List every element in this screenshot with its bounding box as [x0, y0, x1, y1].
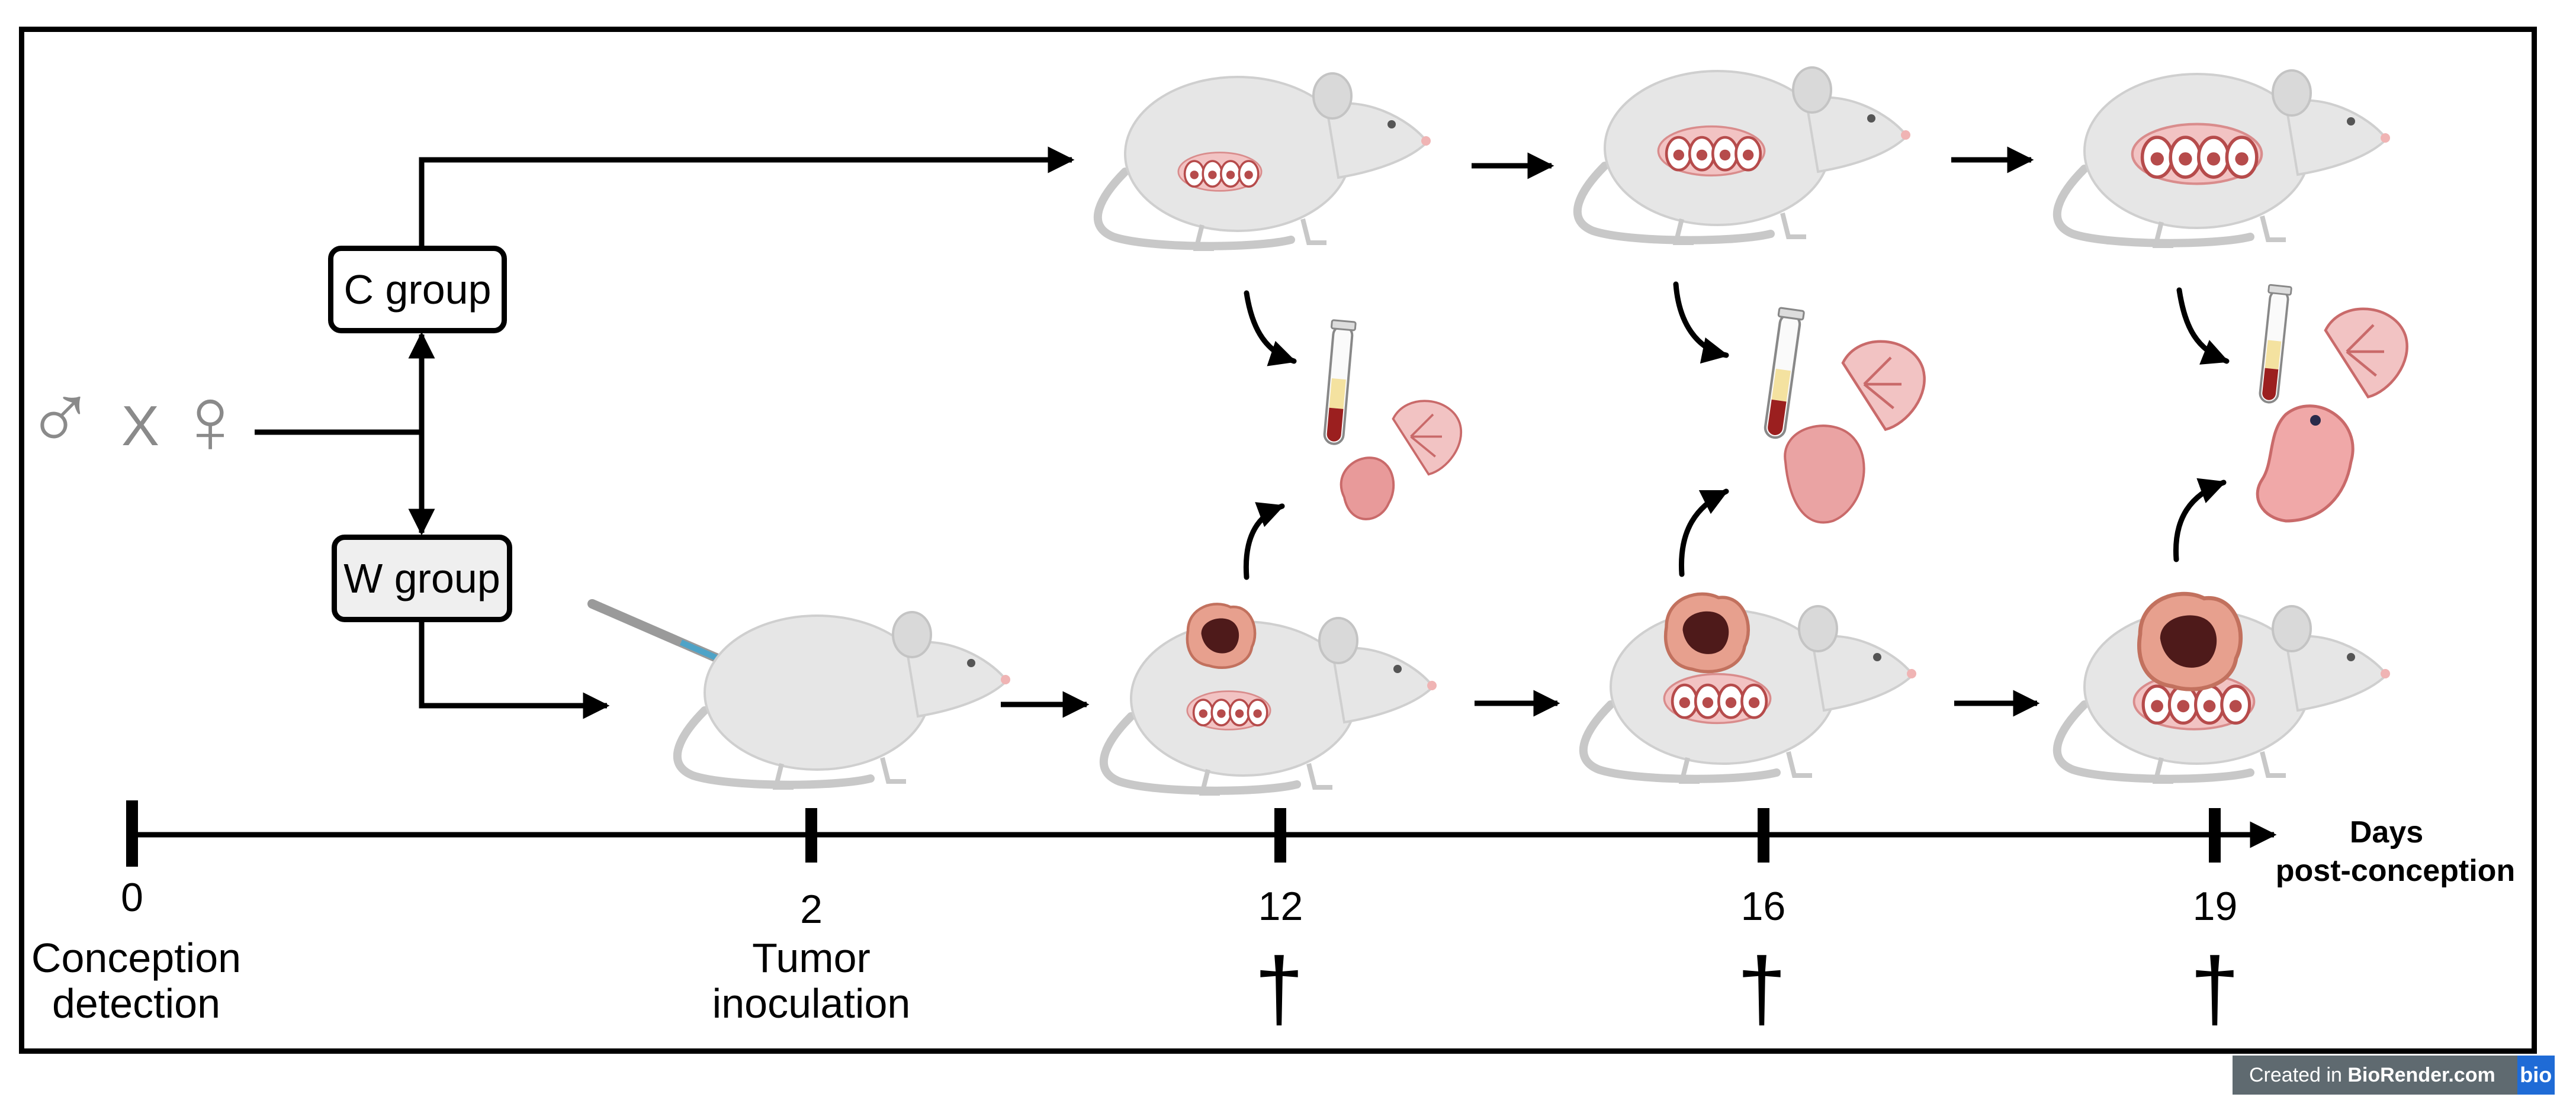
day-label-2: 2: [800, 887, 823, 932]
samples-day19: [2256, 284, 2407, 523]
c-group-mouse-day12: [1098, 73, 1431, 249]
sacrifice-marker-day19: †: [2190, 939, 2240, 1038]
group-assignment-lines: [255, 146, 1075, 719]
progression-arrows: [1001, 146, 2040, 718]
c-group-mouse-day19: [2057, 70, 2390, 246]
embryo-day12: [1340, 456, 1395, 520]
day-label-19: 19: [2192, 884, 2238, 929]
sacrifice-marker-day12: †: [1254, 939, 1304, 1038]
c-group-box: C group: [328, 246, 507, 333]
w-group-mouse-day12: [1104, 604, 1437, 793]
day-label-12: 12: [1258, 884, 1303, 929]
fetus-day19: [2256, 404, 2355, 523]
sampling-arrows: [1243, 281, 2230, 580]
w-group-mouse-day19: [2057, 594, 2390, 781]
badge-brand: BioRender.com: [2347, 1063, 2495, 1086]
axis-title-line2: post-conception: [2275, 854, 2516, 888]
samples-day12: [1320, 318, 1463, 520]
female-symbol-icon: ♀: [175, 367, 246, 473]
sacrifice-marker-day16: †: [1737, 939, 1787, 1038]
badge-text: Created in BioRender.com: [2233, 1064, 2517, 1087]
day-label-16: 16: [1740, 884, 1786, 929]
diagram-frame: [19, 27, 2537, 1054]
c-group-mouse-day16: [1578, 67, 1910, 243]
w-group-mouse-inoculated: [677, 612, 1010, 787]
fetus-day16: [1784, 424, 1865, 524]
biorender-logo-icon: bio: [2517, 1056, 2555, 1095]
timeline-axis: [126, 800, 2277, 867]
w-group-box: W group: [332, 535, 512, 622]
badge-prefix: Created in: [2249, 1063, 2348, 1086]
event-conception-line2: detection: [52, 980, 221, 1027]
day-label-0: 0: [121, 875, 143, 920]
event-tumor-line2: inoculation: [712, 980, 911, 1027]
male-symbol-icon: ♂: [25, 364, 96, 470]
w-group-mouse-day16: [1583, 594, 1916, 781]
axis-title-line1: Days: [2349, 815, 2424, 850]
event-tumor-line1: Tumor: [752, 935, 871, 981]
biorender-badge[interactable]: Created in BioRender.com bio: [2233, 1056, 2555, 1095]
cross-symbol: X: [121, 394, 160, 458]
samples-day16: [1762, 308, 1925, 524]
event-conception-line1: Conception: [31, 935, 242, 981]
